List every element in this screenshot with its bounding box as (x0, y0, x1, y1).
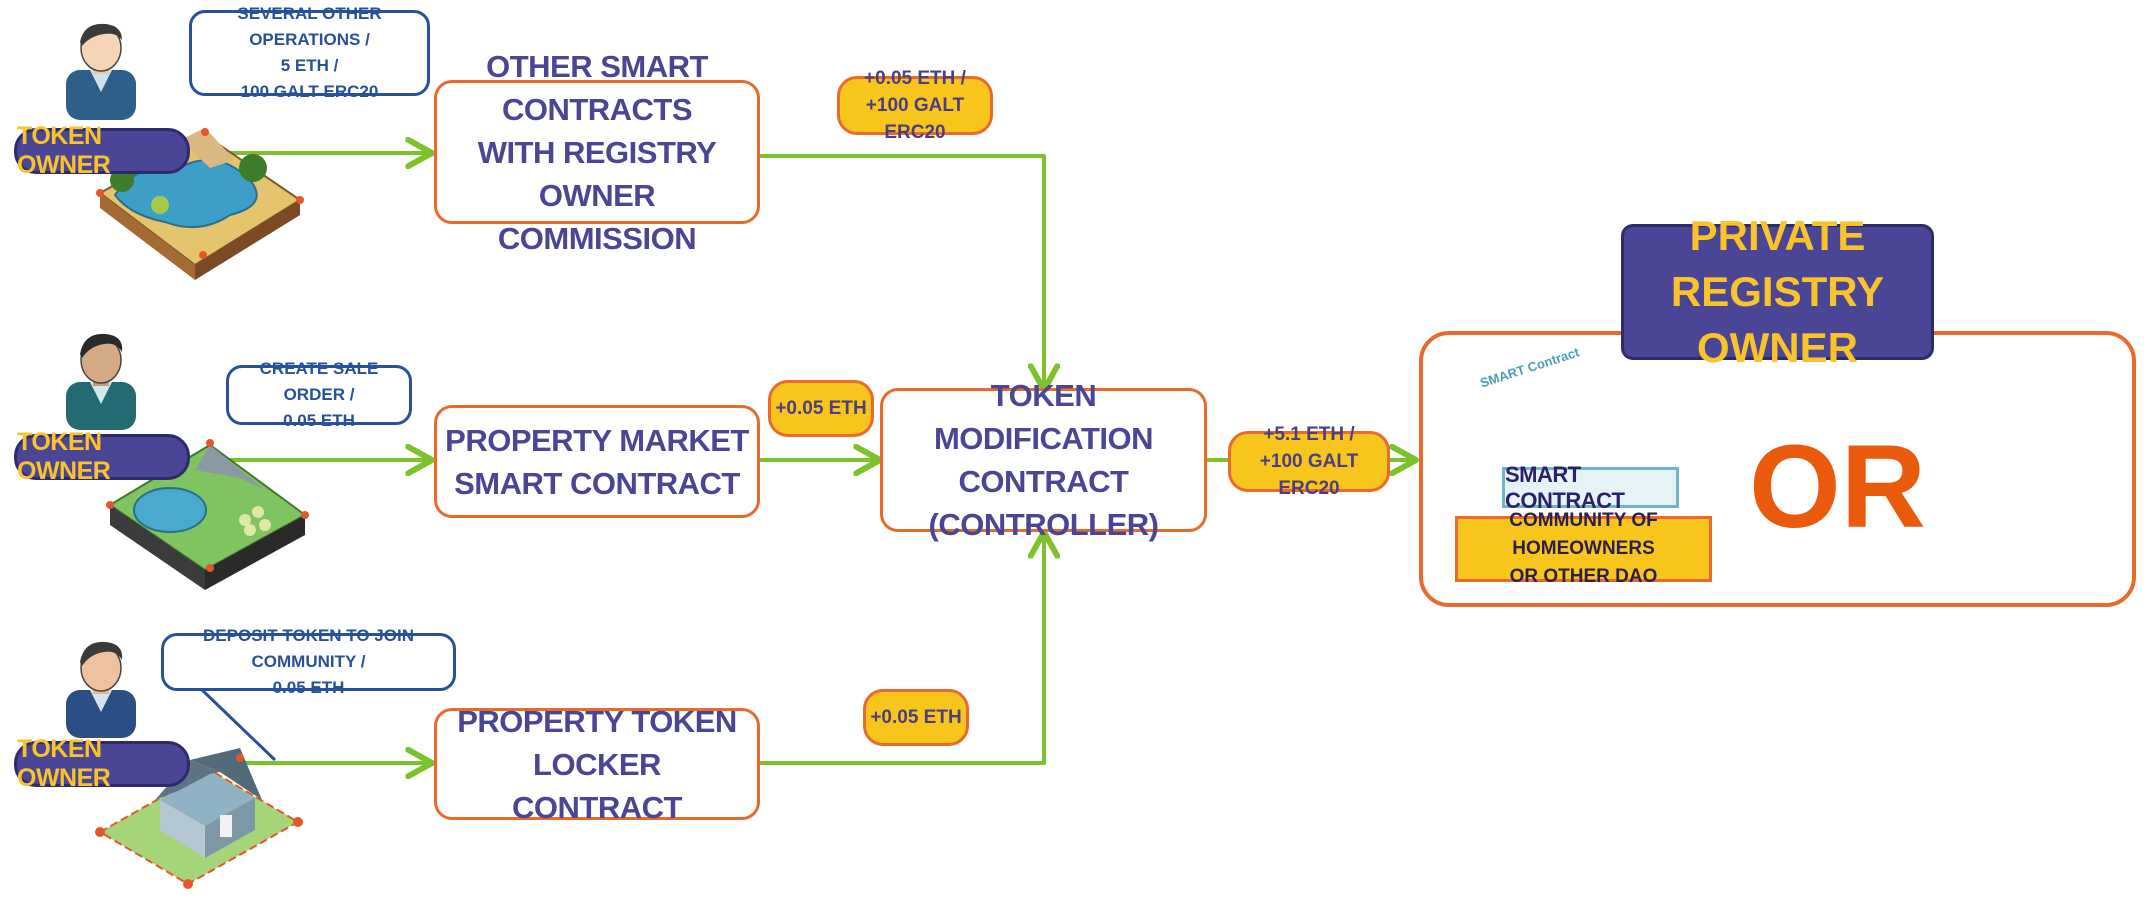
amount-badge-other: +0.05 ETH / +100 GALT ERC20 (837, 68, 993, 143)
other-smart-contracts-box: OTHER SMART CONTRACTS WITH REGISTRY OWNE… (434, 49, 760, 256)
token-owner-label-3: TOKEN OWNER (14, 735, 190, 792)
amount-badge-locker: +0.05 ETH (863, 689, 969, 746)
operation-callout-3: DEPOSIT TOKEN TO JOIN COMMUNITY / 0.05 E… (161, 626, 456, 697)
token-owner-label-2: TOKEN OWNER (14, 428, 190, 485)
token-modification-controller-box: TOKEN MODIFICATION CONTRACT (CONTROLLER) (880, 378, 1207, 542)
property-token-locker-box: PROPERTY TOKEN LOCKER CONTRACT (434, 704, 760, 825)
operation-callout-2: CREATE SALE ORDER / 0.05 ETH (226, 359, 412, 430)
amount-badge-market: +0.05 ETH (768, 380, 874, 437)
person-avatar-icon (66, 333, 136, 430)
operation-callout-1: SEVERAL OTHER OPERATIONS / 5 ETH / 100 G… (189, 4, 430, 101)
person-avatar-icon (66, 641, 136, 738)
house-land-plot-icon (95, 748, 303, 889)
arrow-other-to-controller (760, 154, 1044, 390)
person-avatar-icon (66, 23, 136, 120)
amount-badge-total: +5.1 ETH / +100 GALT ERC20 (1228, 424, 1390, 499)
community-dao-label: COMMUNITY OF HOMEOWNERS OR OTHER DAO (1455, 510, 1712, 587)
property-market-contract-box: PROPERTY MARKET SMART CONTRACT (434, 405, 760, 518)
or-separator: OR (1749, 421, 1926, 553)
callout-pointer-3 (198, 686, 277, 762)
token-owner-label-1: TOKEN OWNER (14, 122, 190, 179)
private-registry-owner-title: PRIVATE REGISTRY OWNER (1621, 212, 1934, 371)
smart-contract-label: SMART CONTRACT (1502, 462, 1679, 513)
arrow-locker-to-controller (760, 532, 1044, 765)
